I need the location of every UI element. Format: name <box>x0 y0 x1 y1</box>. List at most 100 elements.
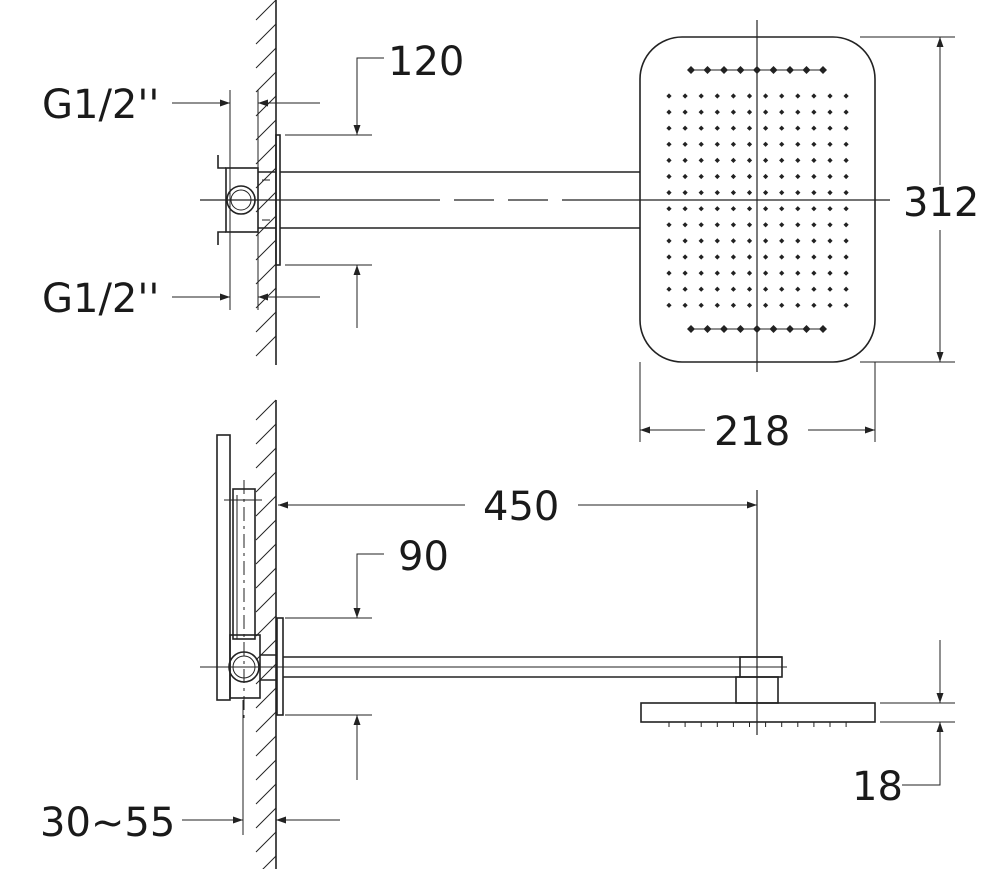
head-thickness-label: 18 <box>852 764 903 810</box>
nozzle-dot <box>763 141 769 147</box>
nozzle-dot <box>802 325 811 333</box>
hatch-line <box>262 855 277 869</box>
nozzle-dot <box>682 206 688 212</box>
nozzle-dot <box>746 222 753 228</box>
nozzle-dot <box>779 270 785 276</box>
nozzle-dot <box>779 125 785 131</box>
nozzle-dot <box>698 286 704 292</box>
shower-head-top <box>639 20 876 372</box>
nozzle-dot <box>666 286 672 292</box>
hatch-line <box>255 95 277 117</box>
nozzle-dot <box>698 206 704 212</box>
nozzle-dot <box>714 141 720 147</box>
nozzle-dot <box>843 254 849 260</box>
nozzle-dot <box>730 238 736 244</box>
nozzle-dot <box>666 254 672 260</box>
nozzle-dot <box>720 66 728 74</box>
hatch-line <box>255 399 277 421</box>
nozzle-dot <box>811 141 817 147</box>
nozzle-dot <box>779 254 785 260</box>
hatch-line <box>255 239 277 261</box>
nozzle-dot <box>666 238 672 244</box>
nozzle-dot <box>795 190 801 196</box>
hatch-line <box>255 807 277 829</box>
inlet-top-label: G1/2'' <box>42 82 159 128</box>
nozzle-dot <box>843 93 849 99</box>
hatch-line <box>255 447 277 469</box>
hatch-line <box>255 543 277 565</box>
nozzle-dot <box>763 254 769 260</box>
nozzle-dot <box>827 238 833 244</box>
nozzle-dot <box>682 157 688 163</box>
nozzle-dot <box>779 141 785 147</box>
nozzle-dot <box>682 254 688 260</box>
hatch-line <box>255 191 277 213</box>
hatch-line <box>255 0 277 21</box>
nozzle-dot <box>736 325 745 333</box>
nozzle-dot <box>827 190 833 196</box>
nozzle-dot <box>714 238 720 244</box>
nozzle-dot <box>730 190 736 196</box>
nozzle-dot <box>779 173 785 180</box>
nozzle-dot <box>779 93 785 99</box>
nozzle-dot <box>714 270 720 276</box>
nozzle-dot <box>666 302 672 308</box>
nozzle-dot <box>811 286 817 292</box>
hatch-line <box>255 119 277 141</box>
nozzle-dot <box>779 206 785 212</box>
hatch-line <box>255 263 277 285</box>
nozzle-dot <box>746 141 753 147</box>
nozzle-dot <box>666 222 672 228</box>
nozzle-dot <box>714 93 720 99</box>
nozzle-dot <box>682 141 688 147</box>
nozzle-dot <box>827 93 833 99</box>
hatch-line <box>255 831 277 853</box>
nozzle-dot <box>714 302 720 308</box>
nozzle-dot <box>779 238 785 244</box>
nozzle-dot <box>714 286 720 292</box>
nozzle-dot <box>682 109 688 115</box>
nozzle-dot <box>730 206 736 212</box>
nozzle-dot <box>698 125 704 131</box>
hatch-line <box>255 311 277 333</box>
nozzle-dot <box>720 325 728 333</box>
nozzle-dot <box>795 109 801 115</box>
nozzle-dot <box>843 222 849 228</box>
nozzle-dot <box>698 141 704 147</box>
nozzle-dot <box>795 173 801 180</box>
nozzle-dot <box>698 238 704 244</box>
nozzle-dot <box>682 173 688 180</box>
hatch-line <box>255 47 277 69</box>
nozzle-dot <box>714 254 720 260</box>
nozzle-dot <box>698 270 704 276</box>
nozzle-dot <box>746 302 753 308</box>
nozzle-dot <box>682 270 688 276</box>
nozzle-dot <box>753 66 761 74</box>
nozzle-dot <box>730 286 736 292</box>
wall-top <box>255 0 277 365</box>
nozzle-dot <box>730 125 736 131</box>
nozzle-dot <box>763 173 769 180</box>
hatch-line <box>255 519 277 541</box>
nozzle-dot <box>843 173 849 180</box>
nozzle-dot <box>763 238 769 244</box>
side-nozzles <box>668 722 847 727</box>
nozzle-dot <box>843 125 849 131</box>
hatch-line <box>255 615 277 637</box>
nozzle-dot <box>682 286 688 292</box>
nozzle-dot <box>811 190 817 196</box>
nozzle-dot <box>779 302 785 308</box>
nozzle-dot <box>746 157 753 163</box>
hatch-line <box>255 23 277 45</box>
nozzle-dot <box>730 141 736 147</box>
nozzle-dot <box>753 325 761 333</box>
dimension-450: 450 <box>278 484 757 530</box>
nozzle-dot <box>763 157 769 163</box>
nozzle-dot <box>714 109 720 115</box>
hatch-line <box>255 287 277 309</box>
nozzle-dot <box>746 190 753 196</box>
nozzle-dot <box>779 190 785 196</box>
nozzle-dot <box>779 286 785 292</box>
flange-height-top-label: 120 <box>388 39 464 85</box>
